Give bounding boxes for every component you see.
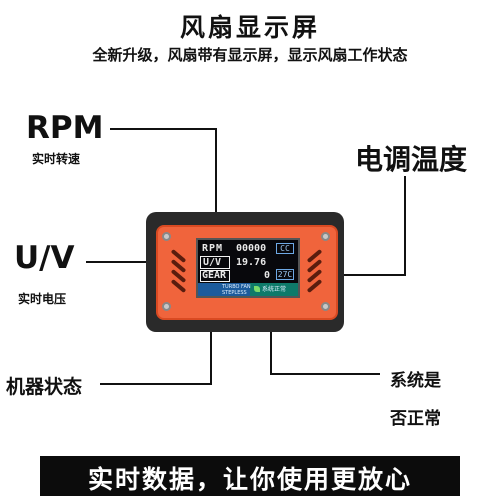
- screen-voltage-box: [200, 256, 230, 269]
- system-status-label-1: 系统是: [390, 371, 441, 391]
- footer-banner: [40, 456, 460, 496]
- screen-gear-value: 0: [264, 270, 271, 281]
- screw-icon: [162, 302, 171, 311]
- leaf-icon: [254, 286, 260, 292]
- screen-mode-line1: TURBO FAN: [222, 284, 251, 290]
- rpm-label: RPM: [26, 110, 104, 146]
- rpm-leader-v: [215, 128, 217, 241]
- screen-cc-tag: CC: [280, 244, 290, 253]
- screen-cc-box: [276, 243, 294, 254]
- screw-icon: [321, 302, 330, 311]
- footer-banner-text: 实时数据，让你使用更放心: [87, 465, 412, 494]
- screw-icon: [162, 232, 171, 241]
- system-status-leader-v: [270, 290, 272, 375]
- machine-status-leader-v: [210, 290, 212, 385]
- screen-voltage-value: 19.76: [236, 257, 267, 268]
- screen-bottom-bar-status: [250, 283, 298, 296]
- temp-leader-v: [404, 176, 406, 276]
- screen-temp-box: [276, 269, 294, 280]
- screen-rpm-value: 00000: [236, 243, 267, 254]
- rpm-caption: 实时转速: [32, 152, 81, 166]
- voltage-caption: 实时电压: [18, 292, 67, 306]
- screw-icon: [321, 232, 330, 241]
- screen-mode-line2: STEPLESS: [222, 290, 247, 296]
- screen-voltage-label: U/V: [203, 257, 222, 268]
- screen-system-status: 系统正常: [262, 286, 287, 293]
- machine-status-leader-h: [100, 383, 212, 385]
- voltage-label: U/V: [14, 240, 75, 276]
- temp-leader-h: [286, 274, 406, 276]
- page-title: 风扇显示屏: [179, 13, 320, 42]
- screen-gear-box: [200, 270, 230, 282]
- page-subtitle: 全新升级，风扇带有显示屏，显示风扇工作状态: [92, 46, 408, 64]
- screen-temp-value: 27C: [277, 270, 293, 279]
- screen-rpm-label: RPM: [202, 243, 224, 254]
- temp-label: 电调温度: [355, 143, 468, 176]
- machine-status-label: 机器状态: [6, 376, 83, 398]
- voltage-leader: [86, 261, 201, 263]
- rpm-leader-h: [110, 128, 217, 130]
- screen-gear-label: GEAR: [202, 270, 227, 281]
- system-status-label-2: 否正常: [390, 409, 441, 429]
- system-status-leader-h: [270, 373, 380, 375]
